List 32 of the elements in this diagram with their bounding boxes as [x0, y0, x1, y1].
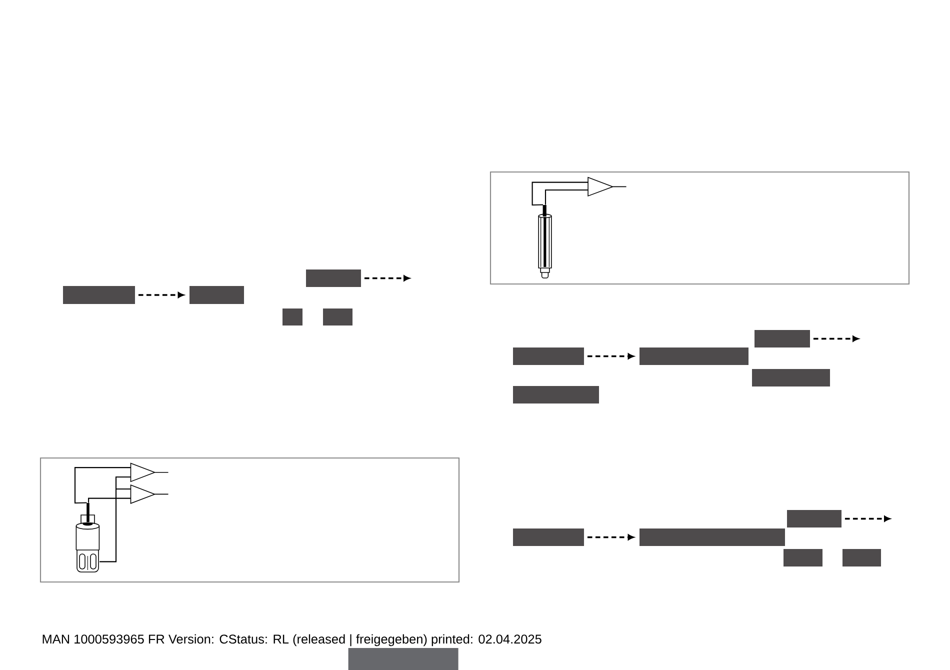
menu-box: [640, 528, 785, 546]
amplifier-symbol: [588, 177, 627, 196]
arrow: [364, 275, 410, 282]
menu-box: [640, 348, 748, 365]
amplifier-symbol: [130, 484, 169, 504]
wire: [74, 467, 131, 504]
arrow: [813, 336, 859, 342]
menu-box: [513, 528, 584, 546]
electrode-drawing: [538, 205, 552, 278]
menu-box: [784, 549, 822, 566]
menu-box: [842, 549, 881, 566]
menu-box: [190, 286, 244, 304]
footer-text: MAN 1000593965 FR Version: CStatus: RL (released | freigegeben) printed: 02.04.2025: [42, 634, 542, 646]
amplifier-symbol: [130, 462, 169, 482]
arrow: [587, 534, 634, 540]
wire: [88, 498, 131, 503]
wire: [99, 476, 132, 562]
electrode-drawing: [76, 503, 100, 572]
menu-box: [752, 369, 830, 386]
wire: [544, 189, 588, 205]
menu-box: [513, 348, 584, 365]
arrow: [138, 292, 184, 298]
menu-box: [63, 286, 135, 304]
menu-box: [787, 510, 842, 528]
menu-box: [323, 308, 352, 326]
menu-box: [306, 270, 361, 287]
arrow: [587, 353, 634, 360]
arrow: [844, 516, 890, 522]
menu-box: [513, 386, 599, 404]
wire: [532, 182, 588, 206]
menu-box: [754, 330, 810, 348]
menu-box: [282, 308, 302, 326]
